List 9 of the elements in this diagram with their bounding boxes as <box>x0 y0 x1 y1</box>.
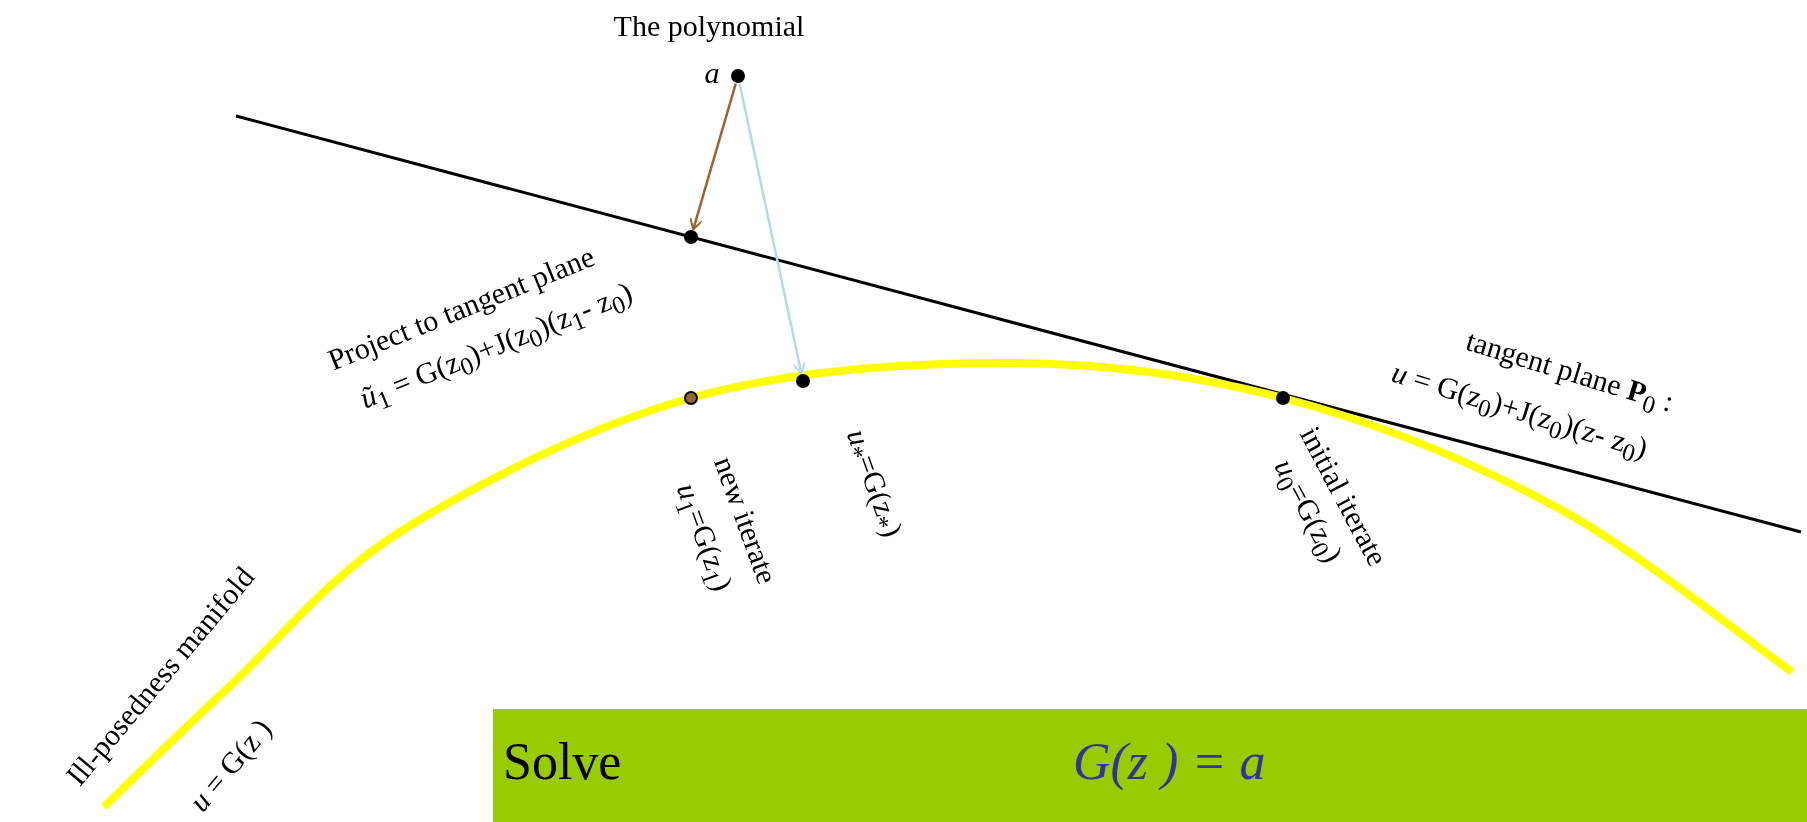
arrow <box>689 83 737 231</box>
equation-panel <box>493 709 1807 822</box>
variable-label: a <box>704 57 720 89</box>
equation-text: G(z ) = a <box>1073 735 1266 790</box>
arrow <box>738 83 807 375</box>
point-marker <box>684 230 698 244</box>
formula-label: u = G(z ) <box>182 713 278 817</box>
instruction-text: Solve <box>503 735 622 790</box>
polynomial-label: The polynomial <box>613 10 805 42</box>
